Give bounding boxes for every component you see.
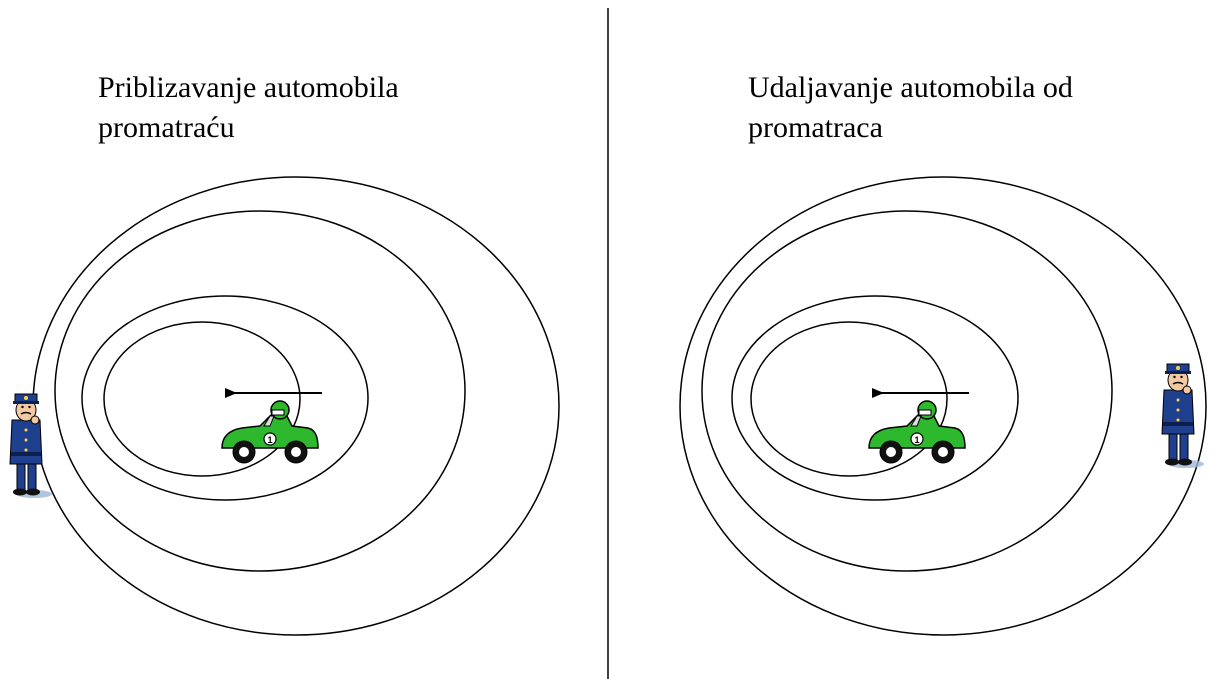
right-caption-line-2: promatraca	[748, 111, 883, 144]
right-wavefronts	[679, 176, 1207, 636]
right-wavefront-4	[750, 321, 948, 477]
left-panel-caption: Priblizavanje automobila promatraću	[98, 68, 399, 148]
right-panel-caption: Udaljavanje automobila od promatraca	[748, 68, 1073, 148]
right-policeman	[1161, 363, 1205, 469]
left-caption-line-1: Priblizavanje automobila	[98, 71, 399, 104]
left-wavefronts	[32, 176, 560, 636]
right-wavefront-2	[701, 210, 1113, 572]
left-wavefront-2	[54, 210, 466, 572]
left-policeman	[9, 393, 53, 499]
right-wavefront-3	[731, 295, 1019, 501]
right-wavefront-1	[679, 176, 1207, 636]
left-caption-line-2: promatraću	[98, 111, 235, 144]
left-wavefront-3	[81, 295, 369, 501]
left-wavefront-1	[32, 176, 560, 636]
right-caption-line-1: Udaljavanje automobila od	[748, 71, 1073, 104]
left-wavefront-4	[103, 321, 301, 477]
